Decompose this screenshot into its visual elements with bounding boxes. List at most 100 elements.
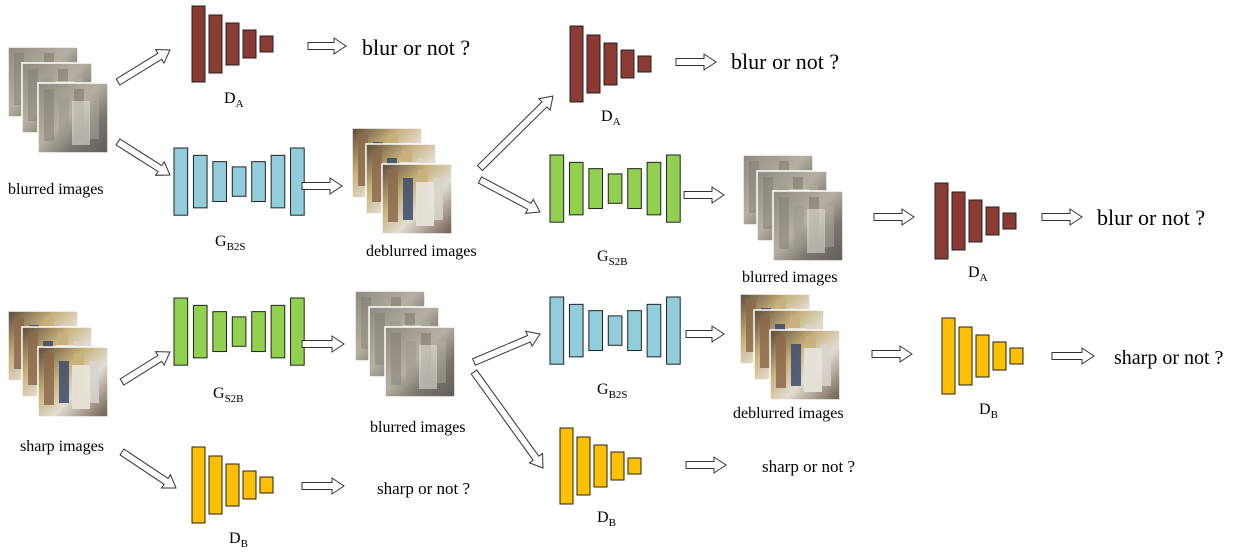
flow-arrow (115, 138, 171, 176)
flow-arrow (301, 177, 343, 195)
db-label-3: DB (979, 401, 998, 421)
layer-bar (646, 161, 662, 216)
flow-arrow (119, 351, 171, 386)
layer-bar (225, 22, 240, 66)
layer-bar (290, 297, 305, 366)
deblurred-image-stack (351, 127, 453, 235)
flow-arrow (301, 477, 345, 495)
flow-arrow (1041, 208, 1083, 226)
layer-bar (637, 55, 652, 73)
layer-bar (191, 5, 206, 83)
layer-bar (627, 457, 642, 475)
discriminator-a-block-right (934, 182, 1017, 260)
flow-arrow (301, 335, 345, 353)
blur-or-not-label-3: blur or not ? (1097, 205, 1205, 230)
flow-arrow (115, 48, 171, 86)
layer-bar (251, 311, 266, 353)
sharp-image-stack (7, 310, 109, 418)
deblurred-images-label-right: deblurred images (733, 405, 844, 422)
layer-bar (559, 427, 574, 505)
layer-bar (231, 166, 247, 197)
flow-arrow (685, 325, 725, 343)
layer-bar (958, 326, 973, 386)
db-label-2: DB (597, 509, 616, 529)
flow-arrow (873, 208, 915, 226)
layer-bar (290, 147, 305, 216)
layer-bar (1009, 347, 1024, 365)
g-b2s-label-1: GB2S (215, 233, 246, 253)
layer-bar (941, 317, 956, 395)
reconstructed-blurred-image-stack (742, 154, 844, 262)
sharp-or-not-label-3: sharp or not ? (1114, 347, 1224, 369)
layer-bar (951, 191, 966, 251)
layer-bar (192, 154, 208, 209)
sharp-images-label: sharp images (20, 438, 104, 455)
da-label-3: DA (968, 264, 988, 284)
blurred-images-label-right: blurred images (742, 269, 838, 286)
sharp-or-not-label-1: sharp or not ? (377, 479, 470, 498)
layer-bar (975, 334, 990, 378)
discriminator-b-block-right (941, 317, 1024, 395)
flow-arrow (119, 448, 177, 489)
layer-bar (225, 463, 240, 507)
discriminator-b-block (191, 446, 274, 524)
discriminator-a-block (191, 5, 274, 83)
layer-bar (607, 315, 623, 346)
layer-bar (985, 206, 1000, 236)
layer-bar (549, 296, 565, 365)
flow-arrow (675, 53, 717, 71)
image-tile (37, 82, 109, 154)
layer-bar (212, 311, 228, 353)
layer-bar (569, 25, 584, 103)
layer-bar (212, 161, 228, 203)
layer-bar (934, 182, 949, 260)
blurred-image-stack-middle (354, 290, 456, 398)
arrows (115, 37, 1095, 495)
layer-bar (270, 304, 286, 359)
image-tile (769, 329, 841, 401)
da-label-1: DA (224, 90, 244, 110)
layer-bar (208, 14, 223, 74)
reconstructed-deblurred-image-stack (739, 293, 841, 401)
layer-bar (666, 296, 681, 365)
layer-bar (568, 161, 584, 216)
layer-bar (610, 451, 625, 481)
layer-bar (588, 168, 603, 210)
layer-bar (251, 161, 266, 203)
layer-bar (568, 303, 584, 358)
layer-bar (603, 42, 618, 86)
layer-bar (620, 49, 635, 79)
g-b2s-label-2: GB2S (597, 381, 628, 401)
layer-bar (259, 476, 274, 494)
layer-bar (586, 34, 601, 94)
flow-arrow (307, 37, 347, 55)
layer-bar (270, 154, 286, 209)
generator-s2b-block (173, 297, 305, 366)
sharp-or-not-label-2: sharp or not ? (762, 457, 855, 476)
layer-bar (242, 470, 257, 500)
image-tile (381, 163, 453, 235)
layer-bar (192, 304, 208, 359)
flow-arrow (477, 176, 541, 214)
layer-bar (992, 341, 1007, 371)
generator-b2s-block (173, 147, 305, 216)
generator-b2s-block-mid (549, 296, 681, 365)
flow-arrow (471, 330, 541, 366)
blurred-images-label-mid: blurred images (370, 419, 466, 436)
layer-bar (191, 446, 206, 524)
layer-bar (173, 297, 189, 366)
layer-bar (1002, 212, 1017, 230)
discriminator-b-block-mid (559, 427, 642, 505)
image-tile (772, 190, 844, 262)
image-tile (37, 346, 109, 418)
layer-bar (208, 455, 223, 515)
image-tile (384, 326, 456, 398)
db-label-1: DB (229, 530, 248, 550)
blurred-images-label: blurred images (8, 181, 104, 198)
layer-bar (259, 35, 274, 53)
flow-arrow (1051, 347, 1095, 365)
deblurred-images-label: deblurred images (366, 243, 477, 260)
layer-bar (549, 154, 565, 223)
blurred-image-stack (7, 46, 109, 154)
